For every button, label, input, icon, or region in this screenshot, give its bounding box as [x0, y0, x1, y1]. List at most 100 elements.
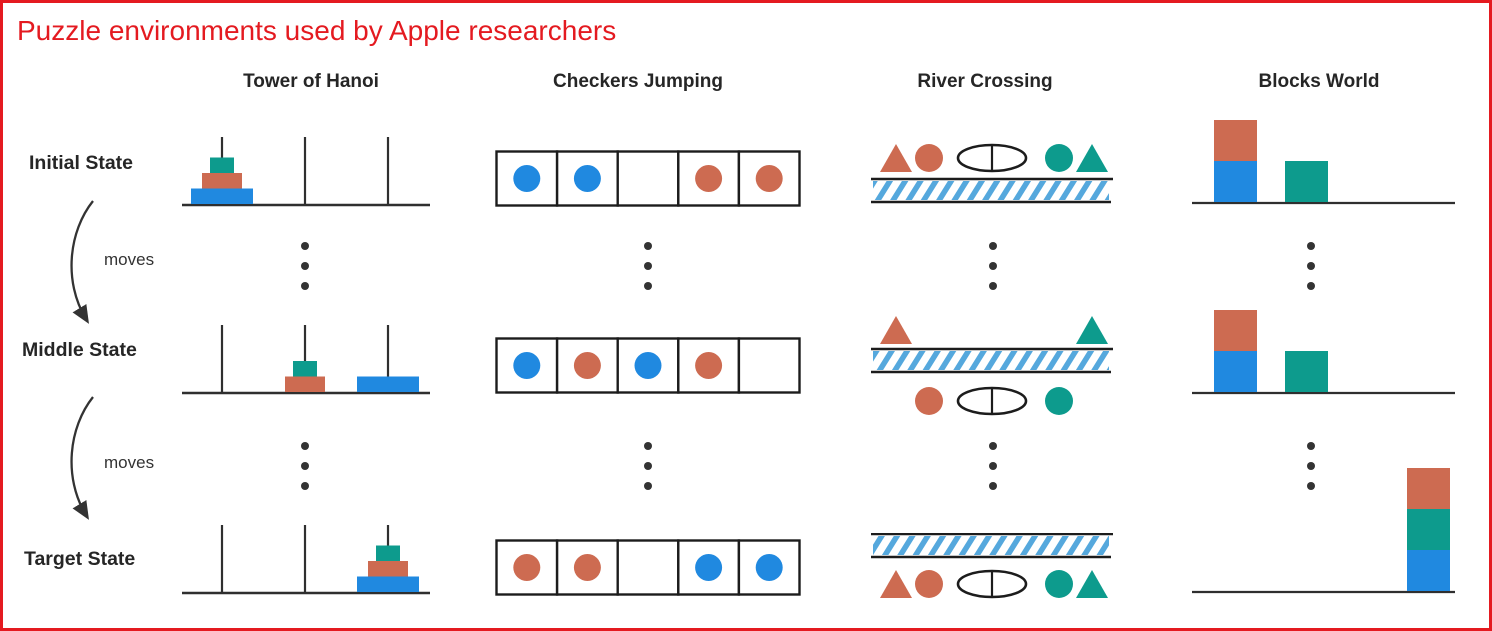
dot	[1307, 242, 1315, 250]
checker-blue	[513, 352, 541, 379]
figure-checkers-jumping-middle	[495, 337, 801, 394]
disk-orange	[285, 376, 325, 392]
checker-cell	[616, 150, 680, 207]
dot	[1307, 462, 1315, 470]
dot	[301, 282, 309, 290]
dot	[989, 262, 997, 270]
moves-label-1: moves	[104, 250, 155, 269]
ellipsis-dots	[989, 242, 997, 290]
blocks-world-svg	[1192, 120, 1455, 205]
column-header-tower-of-hanoi: Tower of Hanoi	[243, 71, 379, 92]
disk-orange	[368, 561, 408, 577]
figure-river-crossing-initial	[865, 142, 1117, 205]
dot	[301, 482, 309, 490]
dot	[644, 282, 652, 290]
block-teal	[1407, 509, 1450, 550]
dot	[989, 282, 997, 290]
disk-teal	[376, 545, 400, 561]
ellipsis-dots	[644, 242, 652, 290]
checker-orange	[573, 352, 601, 379]
checker-cell	[737, 337, 801, 394]
dot	[989, 242, 997, 250]
dot	[989, 462, 997, 470]
traveler-triangle-teal	[1076, 570, 1108, 598]
dot	[989, 482, 997, 490]
block-blue	[1214, 161, 1257, 202]
moves-arrow-2	[70, 396, 94, 520]
ellipsis-dots	[301, 442, 309, 490]
dot	[301, 262, 309, 270]
dot	[644, 442, 652, 450]
blocks-world-svg	[1192, 310, 1455, 395]
traveler-triangle-orange	[880, 570, 912, 598]
page-title: Puzzle environments used by Apple resear…	[17, 15, 617, 46]
dot	[644, 262, 652, 270]
disk-teal	[293, 361, 317, 377]
ellipsis-dots	[644, 442, 652, 490]
column-header-river-crossing: River Crossing	[917, 71, 1053, 92]
tower-of-hanoi-svg	[182, 137, 430, 207]
checker-orange	[695, 352, 723, 379]
column-header-blocks-world: Blocks World	[1258, 71, 1380, 92]
disk-blue	[191, 188, 253, 204]
checker-cell	[616, 337, 680, 394]
checker-orange	[573, 554, 601, 581]
dot	[301, 442, 309, 450]
column-header-checkers-jumping: Checkers Jumping	[553, 71, 723, 92]
moves-label-2: moves	[104, 453, 155, 472]
moves-arrow-1	[70, 200, 94, 324]
disk-blue	[357, 376, 419, 392]
block-orange	[1214, 120, 1257, 161]
traveler-triangle-teal	[1076, 144, 1108, 172]
tower-of-hanoi-svg	[182, 525, 430, 595]
disk-orange	[202, 173, 242, 189]
dot	[301, 462, 309, 470]
checkers-svg	[495, 539, 801, 596]
disk-teal	[210, 157, 234, 173]
block-blue	[1214, 351, 1257, 392]
traveler-triangle-teal	[1076, 316, 1108, 344]
figure-tower-of-hanoi-target	[181, 522, 433, 595]
ellipsis-dots	[301, 242, 309, 290]
dot	[301, 242, 309, 250]
checker-cell	[616, 539, 680, 596]
row-label-initial-state: Initial State	[29, 152, 134, 174]
blocks-world-svg	[1192, 468, 1455, 594]
ellipsis-dots	[1307, 442, 1315, 490]
traveler-circle-teal	[1045, 144, 1073, 172]
checkers-svg	[495, 150, 801, 207]
checker-blue	[573, 165, 601, 192]
block-teal	[1285, 161, 1328, 202]
block-teal	[1285, 351, 1328, 392]
figure-blocks-world-middle	[1192, 309, 1464, 395]
checker-orange	[755, 165, 783, 192]
river-hatch	[873, 181, 1109, 200]
traveler-triangle-orange	[880, 144, 912, 172]
dot	[644, 482, 652, 490]
river-crossing-svg	[871, 316, 1113, 416]
row-label-target-state: Target State	[24, 548, 136, 570]
block-orange	[1407, 468, 1450, 509]
checkers-svg	[495, 337, 801, 394]
checker-blue	[695, 554, 723, 581]
disk-blue	[357, 576, 419, 592]
traveler-circle-orange	[915, 570, 943, 598]
river-crossing-svg	[871, 143, 1113, 204]
figure-tower-of-hanoi-initial	[181, 134, 433, 207]
river-hatch	[873, 536, 1109, 555]
checker-blue	[634, 352, 662, 379]
dot	[989, 442, 997, 450]
ellipsis-dots	[1307, 242, 1315, 290]
figure-checkers-jumping-target	[495, 539, 801, 596]
tower-of-hanoi-svg	[182, 325, 430, 395]
checker-orange	[695, 165, 723, 192]
figure-blocks-world-target	[1192, 467, 1464, 594]
traveler-circle-teal	[1045, 570, 1073, 598]
dot	[1307, 262, 1315, 270]
traveler-triangle-orange	[880, 316, 912, 344]
checker-blue	[755, 554, 783, 581]
checker-orange	[513, 554, 541, 581]
figure-tower-of-hanoi-middle	[181, 322, 433, 395]
ellipsis-dots	[989, 442, 997, 490]
